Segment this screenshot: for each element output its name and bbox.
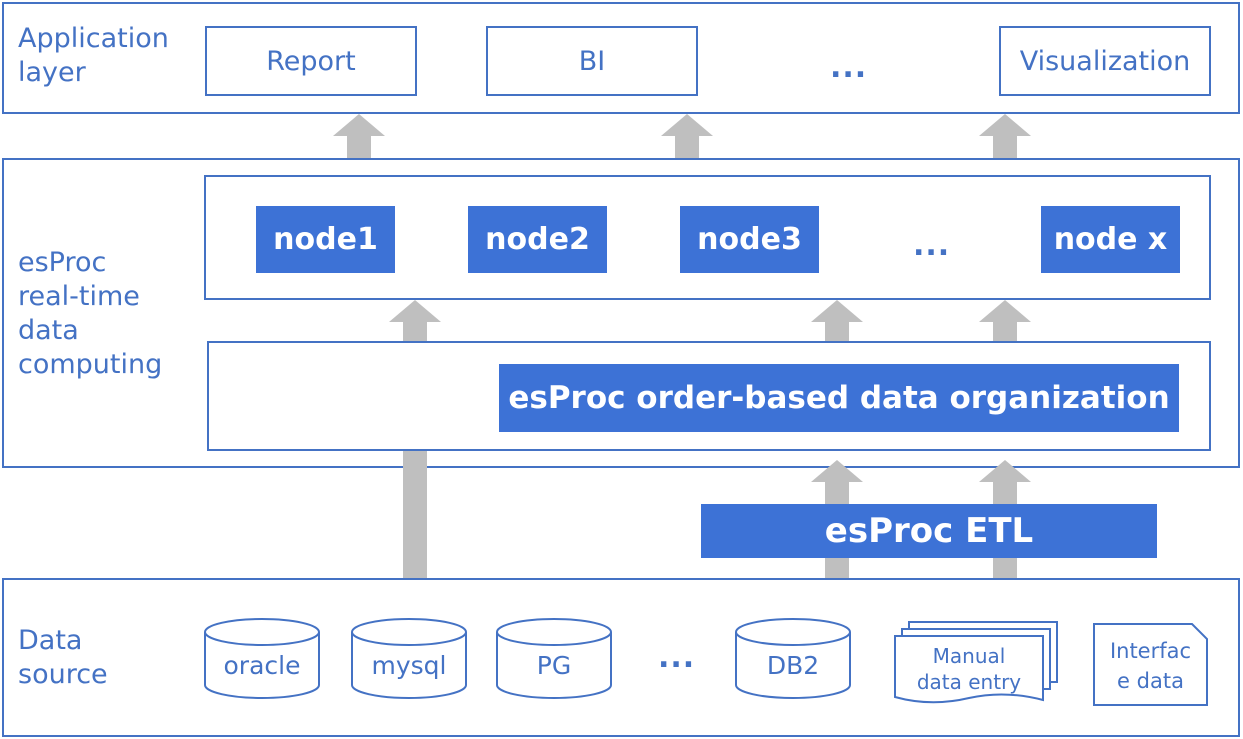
etl-connector xyxy=(811,558,863,579)
report-box[interactable]: Report xyxy=(205,26,417,96)
up-arrow xyxy=(389,300,441,342)
up-arrow xyxy=(979,114,1031,160)
bi-box[interactable]: BI xyxy=(486,26,698,96)
up-arrow xyxy=(661,114,713,160)
computing-layer-label: esProc real-time data computing xyxy=(18,247,163,380)
documents-icon[interactable] xyxy=(894,621,1058,704)
node-x[interactable]: node x xyxy=(1041,206,1180,273)
interface-data-label: Interfac e data xyxy=(1109,639,1192,693)
node-3[interactable]: node3 xyxy=(680,206,819,273)
application-layer-label: Application layer xyxy=(18,23,169,88)
db-label-mysql: mysql xyxy=(371,651,447,680)
manual-data-entry-label: Manual data entry xyxy=(916,644,1022,694)
database-cylinder-icon[interactable] xyxy=(735,618,851,699)
etl-box[interactable]: esProc ETL xyxy=(701,504,1157,558)
database-cylinder-icon[interactable] xyxy=(351,618,467,699)
up-arrow xyxy=(979,300,1031,342)
database-cylinder-icon[interactable] xyxy=(496,618,612,699)
db-label-db2: DB2 xyxy=(766,651,820,680)
data-source-layer-label: Data source xyxy=(18,625,108,690)
up-arrow-direct xyxy=(389,451,441,579)
node-1[interactable]: node1 xyxy=(256,206,395,273)
data-source-ellipsis: ... xyxy=(658,640,696,675)
up-arrow xyxy=(811,460,863,504)
application-ellipsis: ... xyxy=(830,50,868,85)
db-label-oracle: oracle xyxy=(223,651,301,680)
node-2[interactable]: node2 xyxy=(468,206,607,273)
database-cylinder-icon[interactable] xyxy=(204,618,320,699)
etl-connector xyxy=(979,558,1031,579)
db-label-pg: PG xyxy=(536,651,572,680)
up-arrow xyxy=(333,114,385,160)
interface-document-icon[interactable] xyxy=(1093,623,1208,706)
node-ellipsis: ... xyxy=(913,228,951,263)
up-arrow xyxy=(979,460,1031,504)
order-based-organization-box[interactable]: esProc order-based data organization xyxy=(499,364,1179,432)
up-arrow xyxy=(811,300,863,342)
visualization-box[interactable]: Visualization xyxy=(999,26,1211,96)
